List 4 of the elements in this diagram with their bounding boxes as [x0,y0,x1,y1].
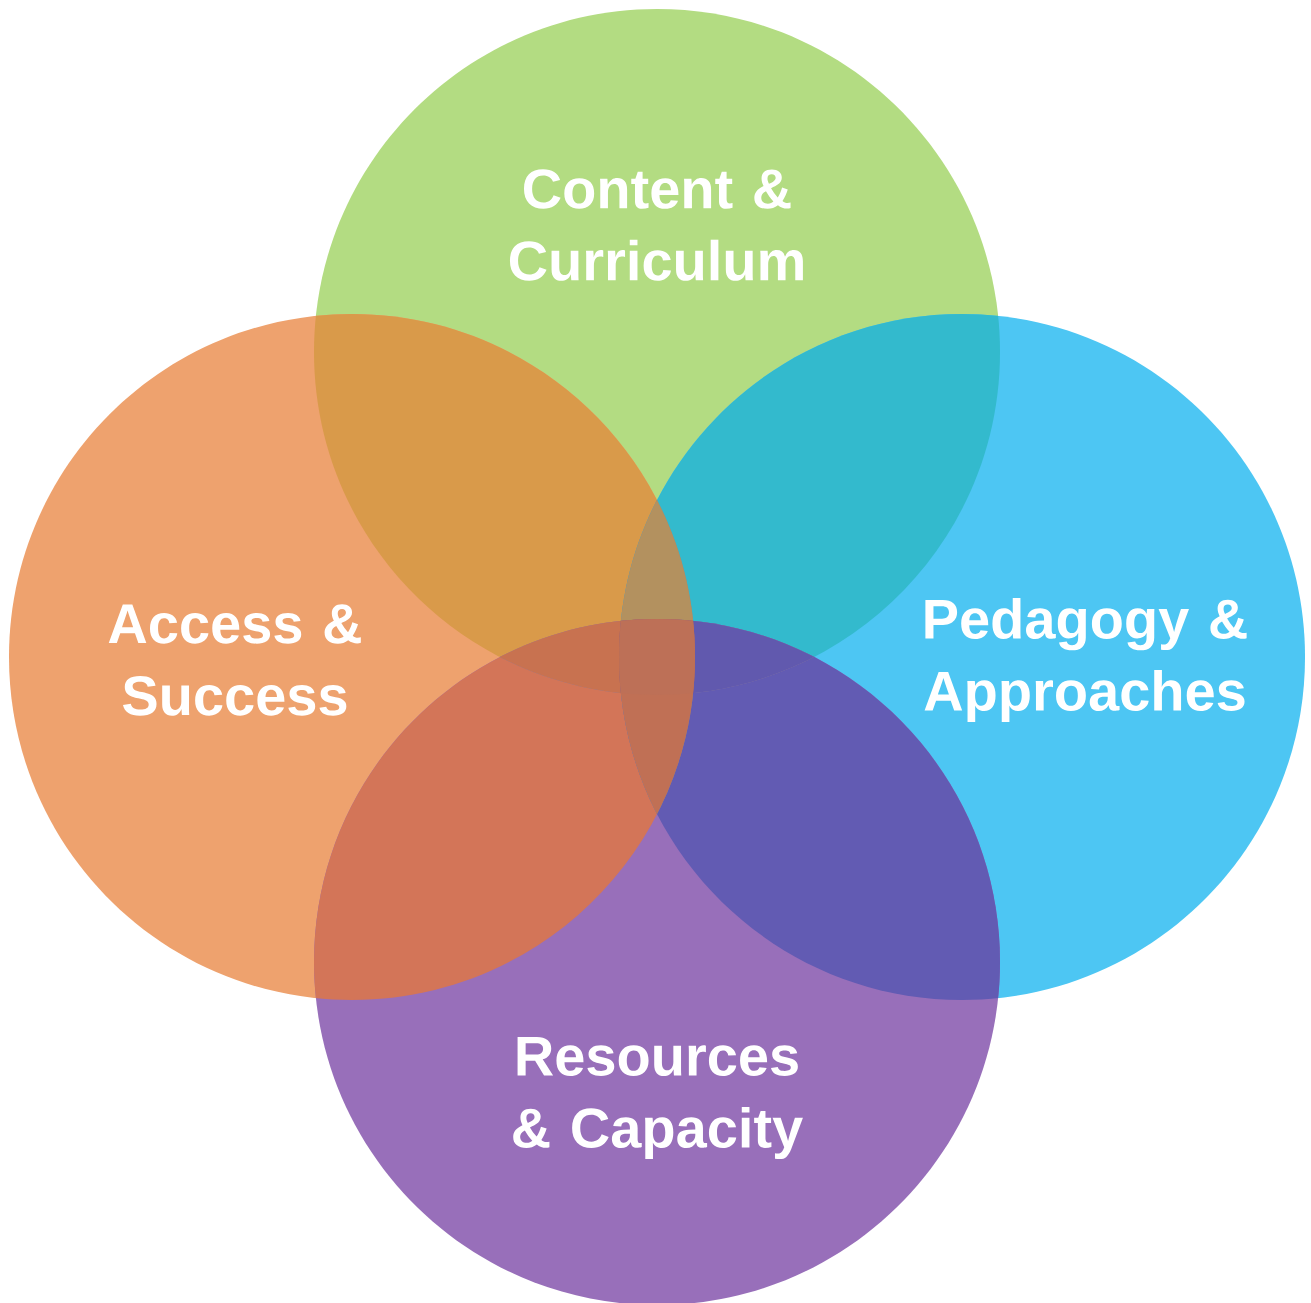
circle-label: Access & Success [108,604,361,716]
circle-label: Resources & Capacity [513,1036,803,1160]
circle-label: Pedagogy & Approaches [924,597,1247,723]
circle-label: Content & Curriculum [509,169,803,281]
